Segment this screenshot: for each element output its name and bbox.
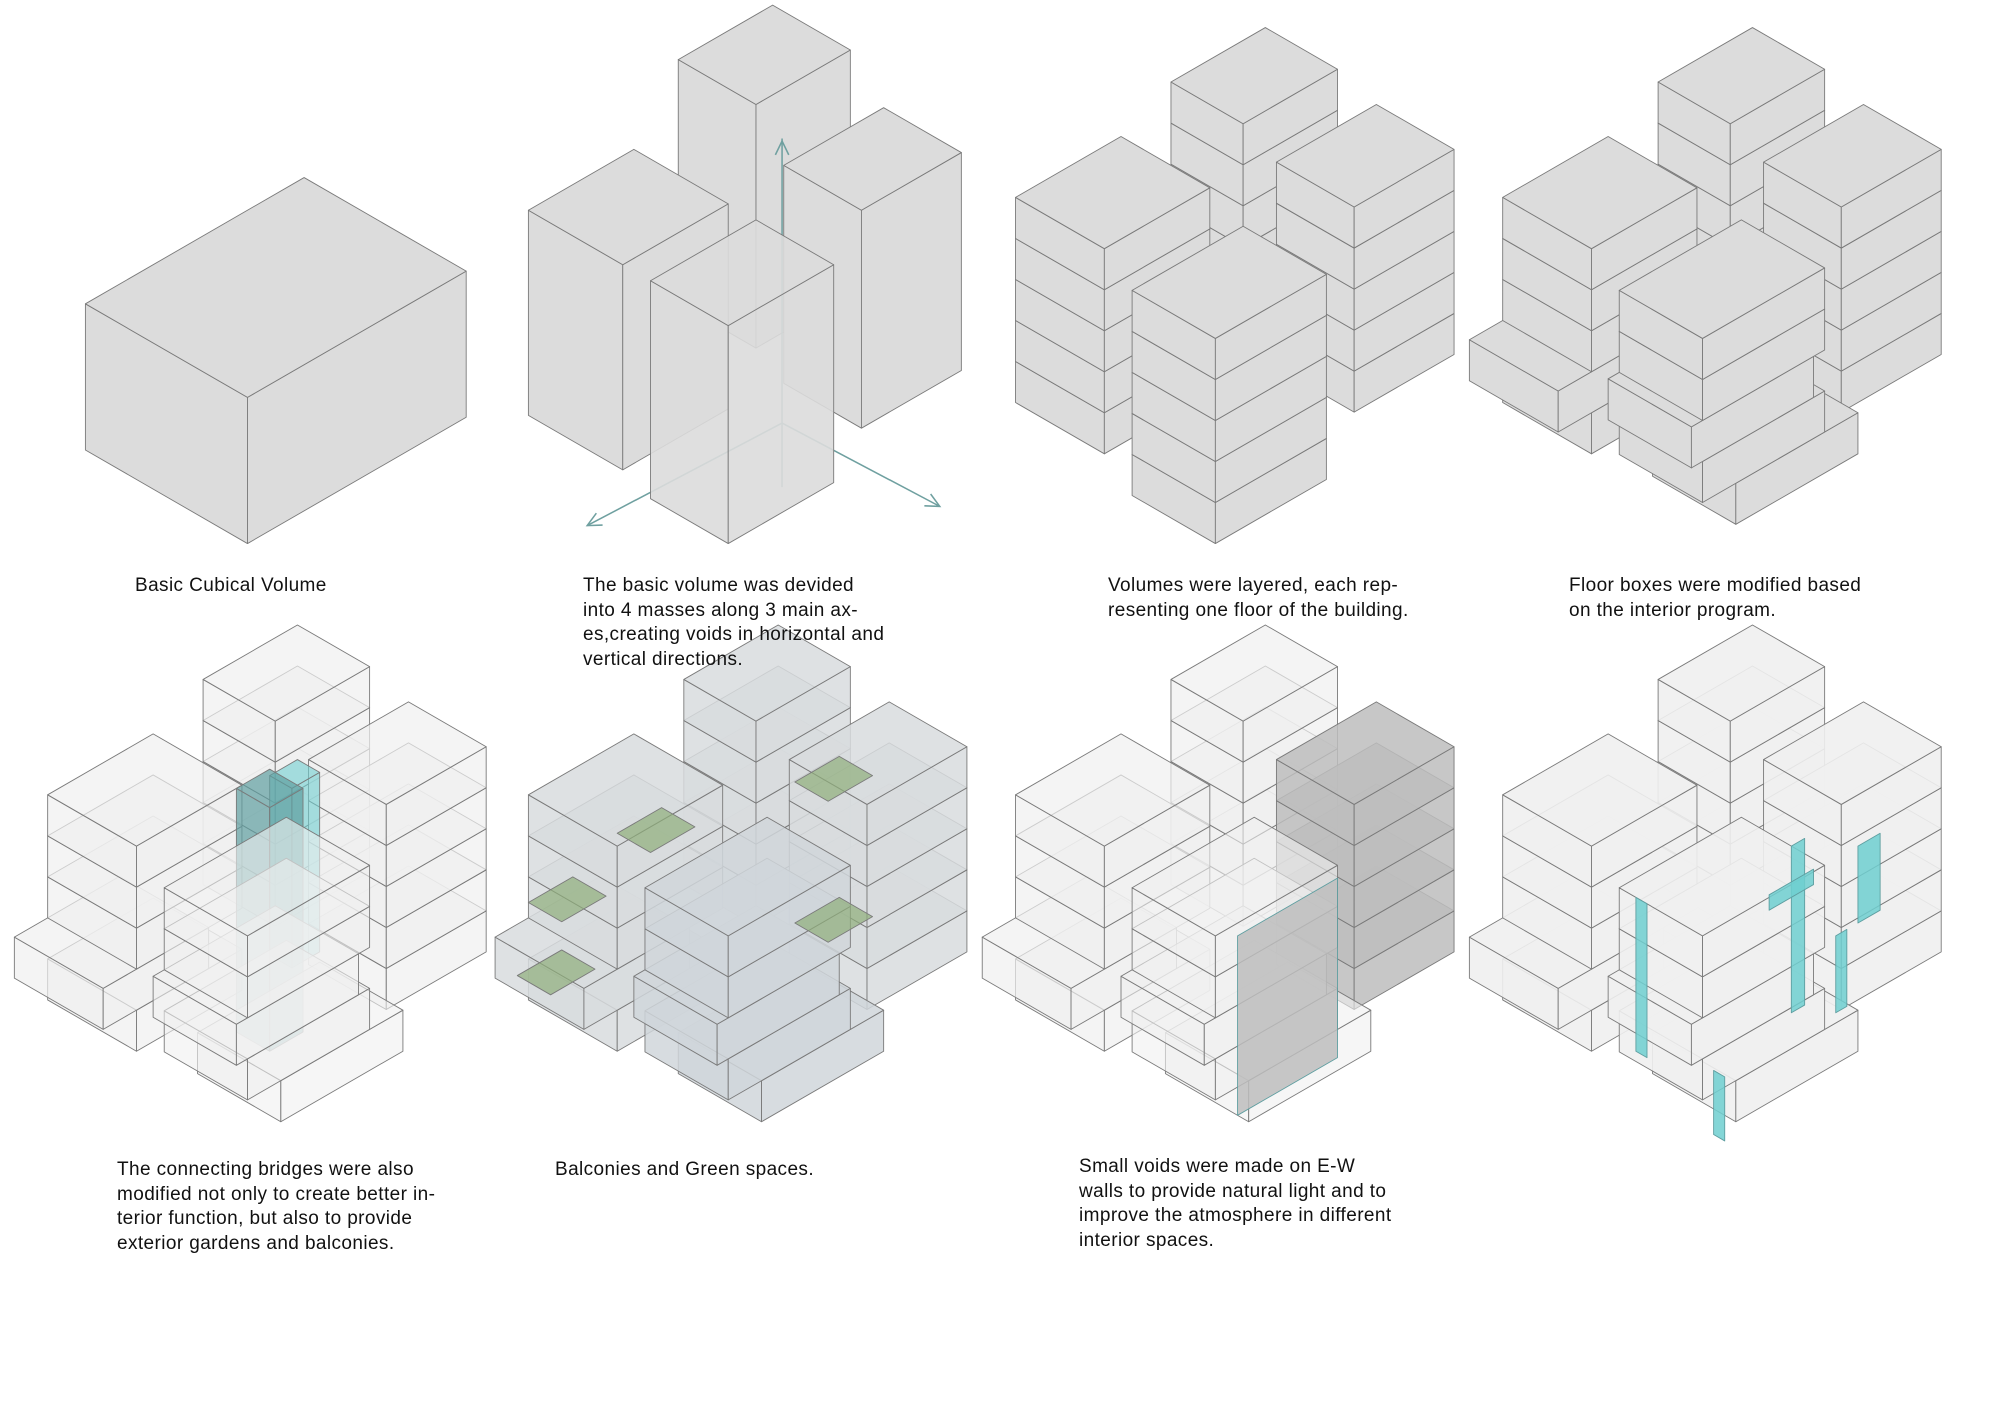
mass-top-face [1275,701,1455,805]
caption-line: The connecting bridges were also [117,1159,414,1180]
teal-panel [1713,1069,1726,1142]
caption-line: on the interior program. [1569,599,1777,621]
caption-line: into 4 masses along 3 main ax- [583,599,858,621]
green-space [527,876,607,923]
mass-top-face [527,733,724,847]
mass-top-face [644,816,851,937]
mass-top-face [1275,104,1455,208]
caption-line: Basic Cubical Volume [135,575,327,596]
caption-floor-boxes: Floor boxes were modified based on the i… [1569,574,1861,623]
teal-panel [1835,928,1848,1014]
caption-line: Floor boxes were modified based [1569,575,1862,596]
caption-line: terior function, but also to provide [117,1208,413,1229]
mass-top-face [47,733,243,847]
green-space [616,807,696,853]
mass-top-face [202,624,371,722]
mass-top-face [783,107,962,211]
arrow-head-icon [774,139,790,156]
mass-top-face [235,768,304,809]
caption-line: improve the atmosphere in different [1079,1205,1392,1226]
mass-top-face [1618,219,1826,339]
caption-line: interior spaces. [1079,1229,1215,1251]
teal-panel [1790,837,1806,1014]
caption-balconies: Balconies and Green spaces. [555,1158,814,1183]
mass-top-face [527,148,729,266]
green-space [794,896,873,943]
mass-top-face [163,816,371,937]
mass-top-face [1170,624,1338,722]
caption-line: walls to provide natural light and to [1079,1180,1387,1202]
caption-layered-volumes: Volumes were layered, each rep- resentin… [1108,574,1409,623]
mass-top-face [650,219,835,327]
mass-top-face [1502,733,1698,847]
arrow-head-icon [585,512,603,527]
mass-top-face [308,701,487,805]
mass-top-face [1170,27,1338,125]
green-space [516,949,596,996]
caption-divided-masses: The basic volume was devided into 4 mass… [583,574,884,672]
caption-line: vertical directions. [583,648,744,670]
caption-line: Small voids were made on E-W [1079,1156,1356,1177]
teal-panel [1768,868,1814,911]
mass-top-face [1763,104,1942,208]
mass-top-face [1763,701,1942,805]
caption-line: modified not only to create better in- [117,1183,436,1205]
arrow-head-icon [924,493,942,508]
mass-top-face [1131,816,1338,937]
mass-top-face [1657,27,1826,125]
caption-line: Balconies and Green spaces. [555,1159,815,1180]
mass-top-face [1015,136,1211,250]
teal-panel [1857,832,1881,924]
mass-top-face [1015,733,1211,847]
green-space [794,755,873,802]
mass-top-face [683,624,851,722]
mass-top-face [677,4,851,105]
caption-basic-volume: Basic Cubical Volume [135,574,327,599]
mass-top-face [1131,225,1327,339]
teal-panel [1635,896,1648,1059]
caption-line: resenting one floor of the building. [1108,599,1409,621]
mass-top-face [1657,624,1826,722]
caption-line: The basic volume was devided [583,575,855,596]
perforated-wall [1237,877,1338,1116]
mass-top-face [84,177,467,398]
mass-top-face [1502,136,1698,250]
caption-bridges: The connecting bridges were also modifie… [117,1158,435,1256]
mass-side-face [650,280,729,544]
caption-small-voids: Small voids were made on E-W walls to pr… [1079,1155,1392,1253]
caption-line: Volumes were layered, each rep- [1108,575,1399,596]
caption-line: exterior gardens and balconies. [117,1232,395,1254]
caption-line: es,creating voids in horizontal and [583,624,885,645]
